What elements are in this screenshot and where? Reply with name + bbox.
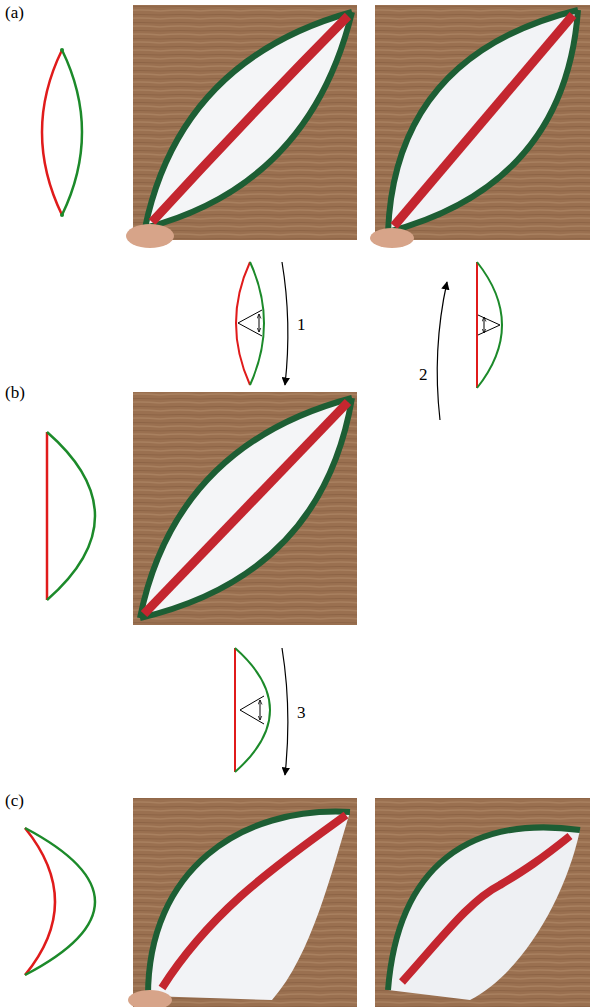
green-strip-curve [62,50,82,215]
step-schematic-2 [477,262,502,388]
photo-b [133,392,357,625]
red-strip-curve [42,50,62,215]
step-number: 2 [418,366,429,383]
photo-c1 [128,798,357,1007]
panel-label: (c) [4,792,25,809]
step-number: 1 [296,316,307,333]
step-schematic-3 [235,648,270,772]
transition-arrow [437,282,447,420]
transition-arrow [282,262,288,385]
red-strip-line [46,432,49,600]
step-number: 3 [296,704,307,721]
step-schematic-1 [236,262,264,385]
photo-a2 [370,5,590,248]
green-strip-curve [25,828,95,975]
photo-a1 [126,5,357,248]
tip-dot [60,213,64,217]
panel-label: (b) [4,384,26,401]
transition-arrow [282,648,288,775]
green-strip-curve [47,432,95,600]
tip-dot [60,48,64,52]
red-strip-curve [25,828,55,975]
panel-label: (a) [4,4,25,21]
photo-c2 [375,798,590,1007]
